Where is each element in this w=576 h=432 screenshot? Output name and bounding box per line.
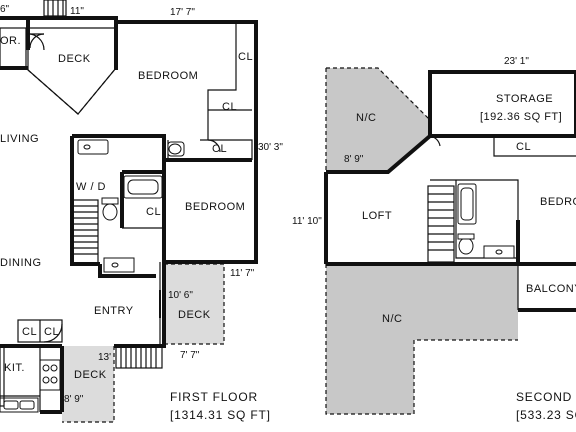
nc-bottom-area — [326, 264, 518, 414]
second-floor-area: [533.23 SQ — [516, 408, 576, 422]
closet-label-5: CL — [22, 326, 37, 338]
room-label-bedroom-mid: BEDROOM — [185, 201, 245, 213]
nc-top-area — [326, 68, 430, 172]
second-floor-title: SECOND FL — [516, 390, 576, 404]
dim-11-7: 11' 7" — [230, 268, 255, 279]
room-label-storage: STORAGE — [496, 93, 553, 105]
dim-top-bedroom: 17' 7" — [170, 7, 195, 18]
dim-7-7: 7' 7" — [180, 350, 200, 361]
front-steps — [115, 345, 163, 369]
room-label-washer-dryer: W / D — [76, 181, 106, 193]
second-floor-stairs — [427, 185, 455, 263]
toilet — [102, 203, 118, 221]
room-label-balcony: BALCONY — [526, 283, 576, 295]
deck-top-shape — [27, 27, 117, 115]
closet-label-1: CL — [238, 51, 253, 63]
dim-top-left: 6" — [0, 4, 10, 15]
room-label-loft: LOFT — [362, 210, 392, 222]
exterior-wall-top-right — [0, 16, 258, 264]
room-label-deck-top: DECK — [58, 53, 91, 65]
closet-label-second: CL — [516, 141, 531, 153]
room-label-master-partial: OR. — [0, 35, 21, 47]
first-floor-area: [1314.31 SQ FT] — [170, 408, 271, 422]
second-floor-plan: N/C STORAGE [192.36 SQ FT] CL LOFT BEDRO… — [292, 56, 576, 422]
closet-label-3: CL — [212, 143, 227, 155]
storage-area-label: [192.36 SQ FT] — [480, 111, 562, 123]
room-label-nc-top: N/C — [356, 112, 376, 124]
dim-8-9: 8' 9" — [64, 394, 84, 405]
dim-top-mid: 11" — [70, 6, 84, 17]
deck-right-shade — [164, 264, 224, 344]
dim-8-9-second: 8' 9" — [344, 154, 364, 165]
first-floor-title: FIRST FLOOR — [170, 390, 258, 404]
deck-bottom-shade — [62, 346, 114, 422]
closet-label-4: CL — [146, 206, 161, 218]
dim-right: 30' 3" — [258, 142, 283, 153]
room-label-entry: ENTRY — [94, 305, 134, 317]
first-floor-stairs — [71, 199, 99, 265]
room-label-deck-right: DECK — [178, 309, 211, 321]
room-label-bedroom-second: BEDRO — [540, 196, 576, 208]
room-label-nc-bottom: N/C — [382, 313, 402, 325]
room-label-bedroom-top: BEDROOM — [138, 70, 198, 82]
closet-label-6: CL — [44, 326, 59, 338]
dim-11-10: 11' 10" — [292, 216, 322, 227]
room-label-kitchen: KIT. — [4, 362, 25, 374]
first-floor-plan: OR. DECK BEDROOM LIVING CL CL CL CL W / … — [0, 0, 283, 423]
dim-23-1: 23' 1" — [504, 56, 529, 67]
dim-10-6: 10' 6" — [168, 290, 193, 301]
room-label-living: LIVING — [0, 133, 39, 145]
room-label-dining: DINING — [0, 257, 42, 269]
closet-label-2: CL — [222, 101, 237, 113]
deck-top-rail — [27, 67, 117, 115]
room-label-deck-bottom: DECK — [74, 369, 107, 381]
dim-13: 13' — [98, 352, 111, 363]
